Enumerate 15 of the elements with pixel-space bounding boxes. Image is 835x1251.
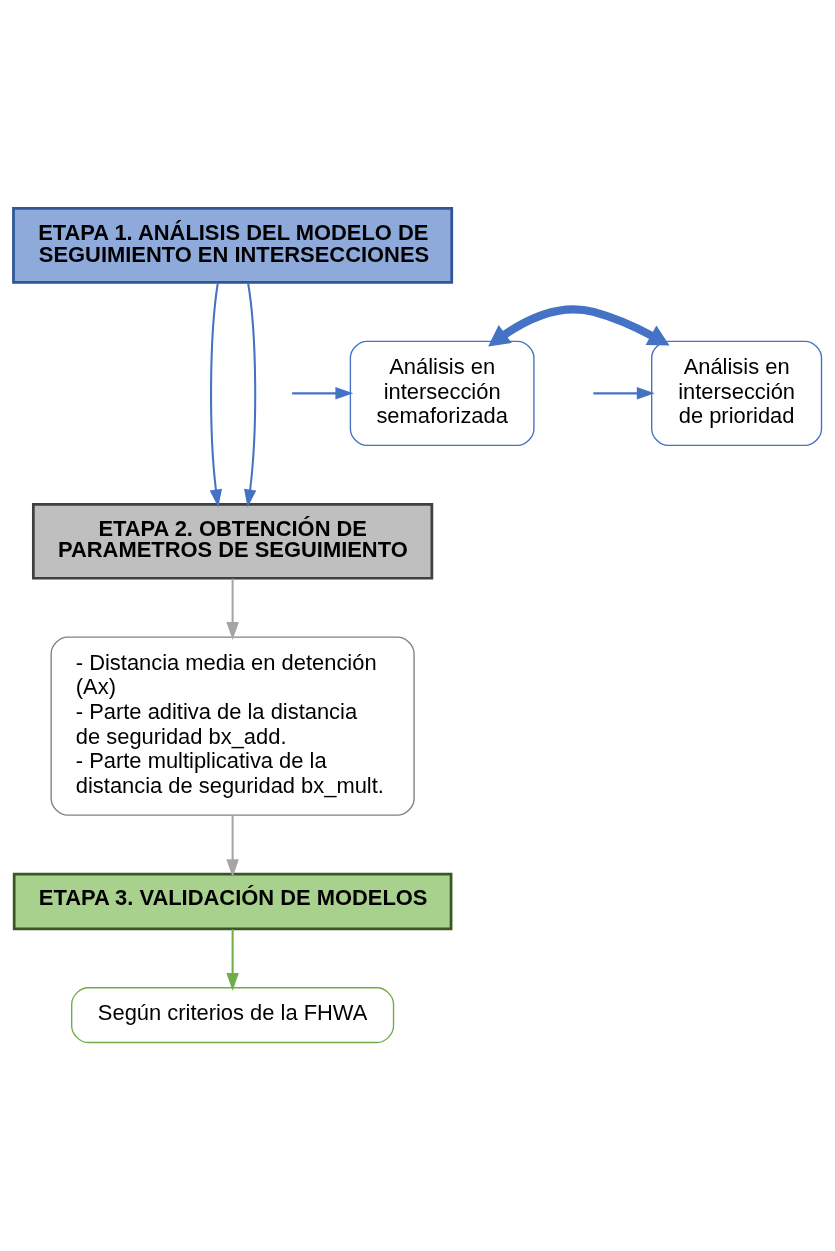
node-box: Análisis en intersección semaforizada [349,340,535,447]
node-box: ETAPA 1. ANÁLISIS DEL MODELO DE SEGUIMIENTO EN INTERSECCIONES [12,207,454,284]
node-box: Análisis en intersección de prioridad [651,340,823,447]
arrow [226,815,239,878]
node-box: ETAPA 3. VALIDACIÓN DE MODELOS [12,872,453,931]
node-box: Según criterios de la FHWA [71,987,395,1044]
node-box: ETAPA 2. OBTENCIÓN DE PARAMETROS DE SEGUIMIENTO [32,502,434,580]
arrow [226,929,239,991]
arrow [292,387,354,400]
arrow [209,282,223,508]
arrow [226,578,239,640]
node-box: - Distancia media en detención (Ax) - Parte aditiva de la distancia de seguridad bx_add. - Parte multiplicativa de la distancia de seguridad bx_mult. [50,636,415,816]
arrow [488,305,670,347]
arrow [244,282,257,508]
arrow [593,387,655,400]
